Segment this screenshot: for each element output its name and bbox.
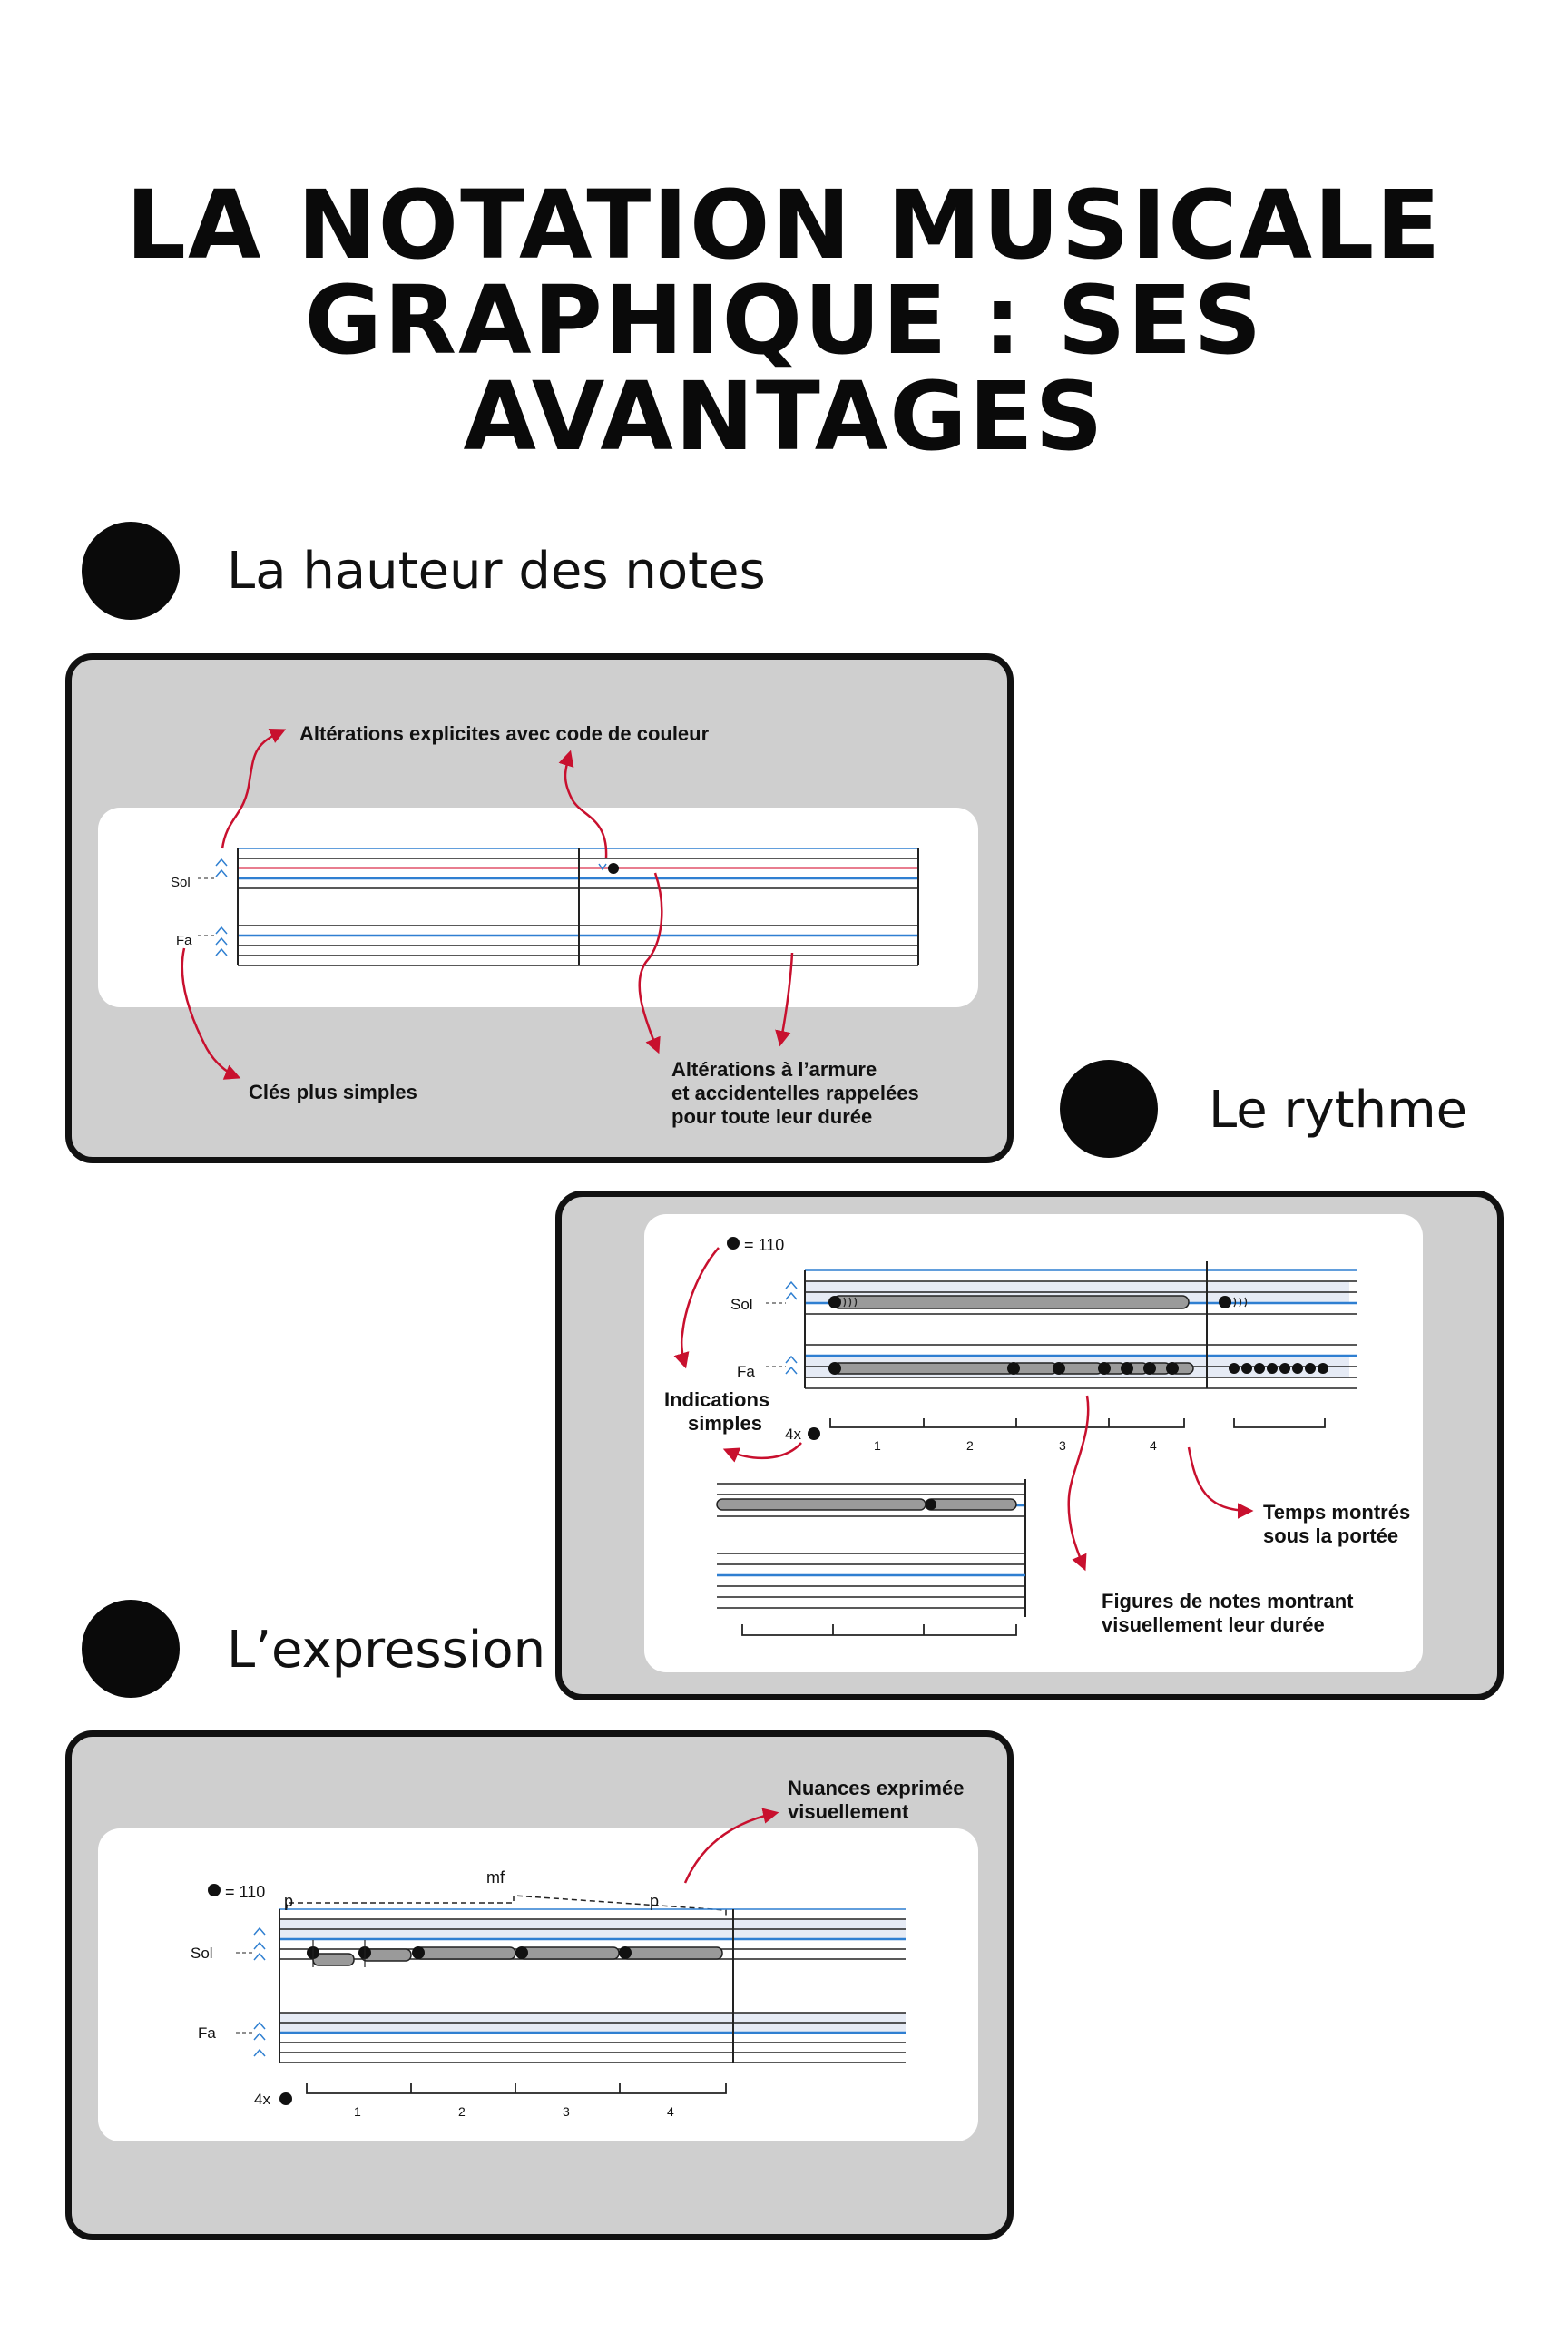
callout-armure-2: et accidentelles rappelées xyxy=(671,1082,919,1104)
section-bullet-pitch xyxy=(82,522,180,620)
expression-staff xyxy=(208,1884,906,2105)
staff-label-sol-rhythm: Sol xyxy=(730,1296,753,1313)
arrow-armure-2 xyxy=(775,952,794,1047)
staff-label-sol: Sol xyxy=(171,875,191,890)
arrow-figures xyxy=(1067,1395,1090,1572)
dynamic-start: p xyxy=(284,1892,294,1910)
repeat-count-expression: 4x xyxy=(254,2091,270,2108)
staff-label-sol-expression: Sol xyxy=(191,1945,213,1962)
arrow-temps xyxy=(1187,1446,1254,1519)
callout-indications-2: simples xyxy=(688,1412,762,1435)
dynamic-end: p xyxy=(650,1892,660,1910)
repeat-count: 4x xyxy=(785,1426,801,1443)
pitch-note xyxy=(608,863,619,874)
arrow-alterations-note xyxy=(558,750,608,858)
beat-4-expression: 4 xyxy=(667,2104,674,2119)
staff-label-fa-rhythm: Fa xyxy=(737,1363,755,1380)
callout-indications-1: Indications xyxy=(664,1388,770,1411)
callout-figures-2: visuellement leur durée xyxy=(1102,1613,1325,1636)
callout-temps-1: Temps montrés xyxy=(1263,1501,1411,1524)
beat-1-expression: 1 xyxy=(354,2104,361,2119)
beat-2: 2 xyxy=(966,1438,974,1453)
arrow-cles xyxy=(181,947,241,1080)
dynamic-peak: mf xyxy=(486,1868,505,1886)
section-title-rhythm: Le rythme xyxy=(1209,1081,1468,1140)
section-bullet-expression xyxy=(82,1600,180,1698)
arrow-indications-repeat xyxy=(722,1442,802,1463)
callout-figures-1: Figures de notes montrant xyxy=(1102,1590,1354,1612)
rhythm-staff xyxy=(716,1237,1357,1636)
arrow-armure-1 xyxy=(638,872,663,1054)
page-title-line2: GRAPHIQUE : SES AVANTAGES xyxy=(304,265,1264,472)
arrow-alterations-explicites xyxy=(220,729,287,849)
dynamics-hairpin xyxy=(286,1895,727,1917)
tempo-marking: = 110 xyxy=(744,1236,785,1254)
card-expression-staff xyxy=(98,1828,978,2141)
treble-clef-chevrons xyxy=(215,858,228,877)
beat-4: 4 xyxy=(1150,1438,1157,1453)
tempo-marking-expression: = 110 xyxy=(225,1883,266,1901)
section-bullet-rhythm xyxy=(1060,1060,1158,1158)
callout-armure-3: pour toute leur durée xyxy=(671,1105,873,1128)
arrow-nuances xyxy=(683,1808,779,1884)
staff-label-fa-expression: Fa xyxy=(198,2024,216,2042)
section-title-expression: L’expression xyxy=(227,1621,546,1680)
arrow-indications-tempo xyxy=(673,1247,720,1369)
callout-temps-2: sous la portée xyxy=(1263,1524,1399,1547)
staff-label-fa: Fa xyxy=(176,933,192,948)
callout-armure-1: Altérations à l’armure xyxy=(671,1058,877,1081)
callout-alterations-explicites: Altérations explicites avec code de coul… xyxy=(299,722,710,745)
callout-cles: Clés plus simples xyxy=(249,1081,417,1103)
section-title-pitch: La hauteur des notes xyxy=(227,542,766,601)
beat-3-expression: 3 xyxy=(563,2104,570,2119)
pitch-staff xyxy=(198,848,919,966)
beat-3: 3 xyxy=(1059,1438,1066,1453)
bass-clef-chevrons xyxy=(215,926,228,956)
page-title-line1: LA NOTATION MUSICALE xyxy=(125,170,1443,280)
card-pitch-staff xyxy=(98,808,978,1007)
beat-2-expression: 2 xyxy=(458,2104,466,2119)
beat-1: 1 xyxy=(874,1438,881,1453)
callout-nuances-2: visuellement xyxy=(788,1800,909,1823)
callout-nuances-1: Nuances exprimée xyxy=(788,1777,965,1799)
